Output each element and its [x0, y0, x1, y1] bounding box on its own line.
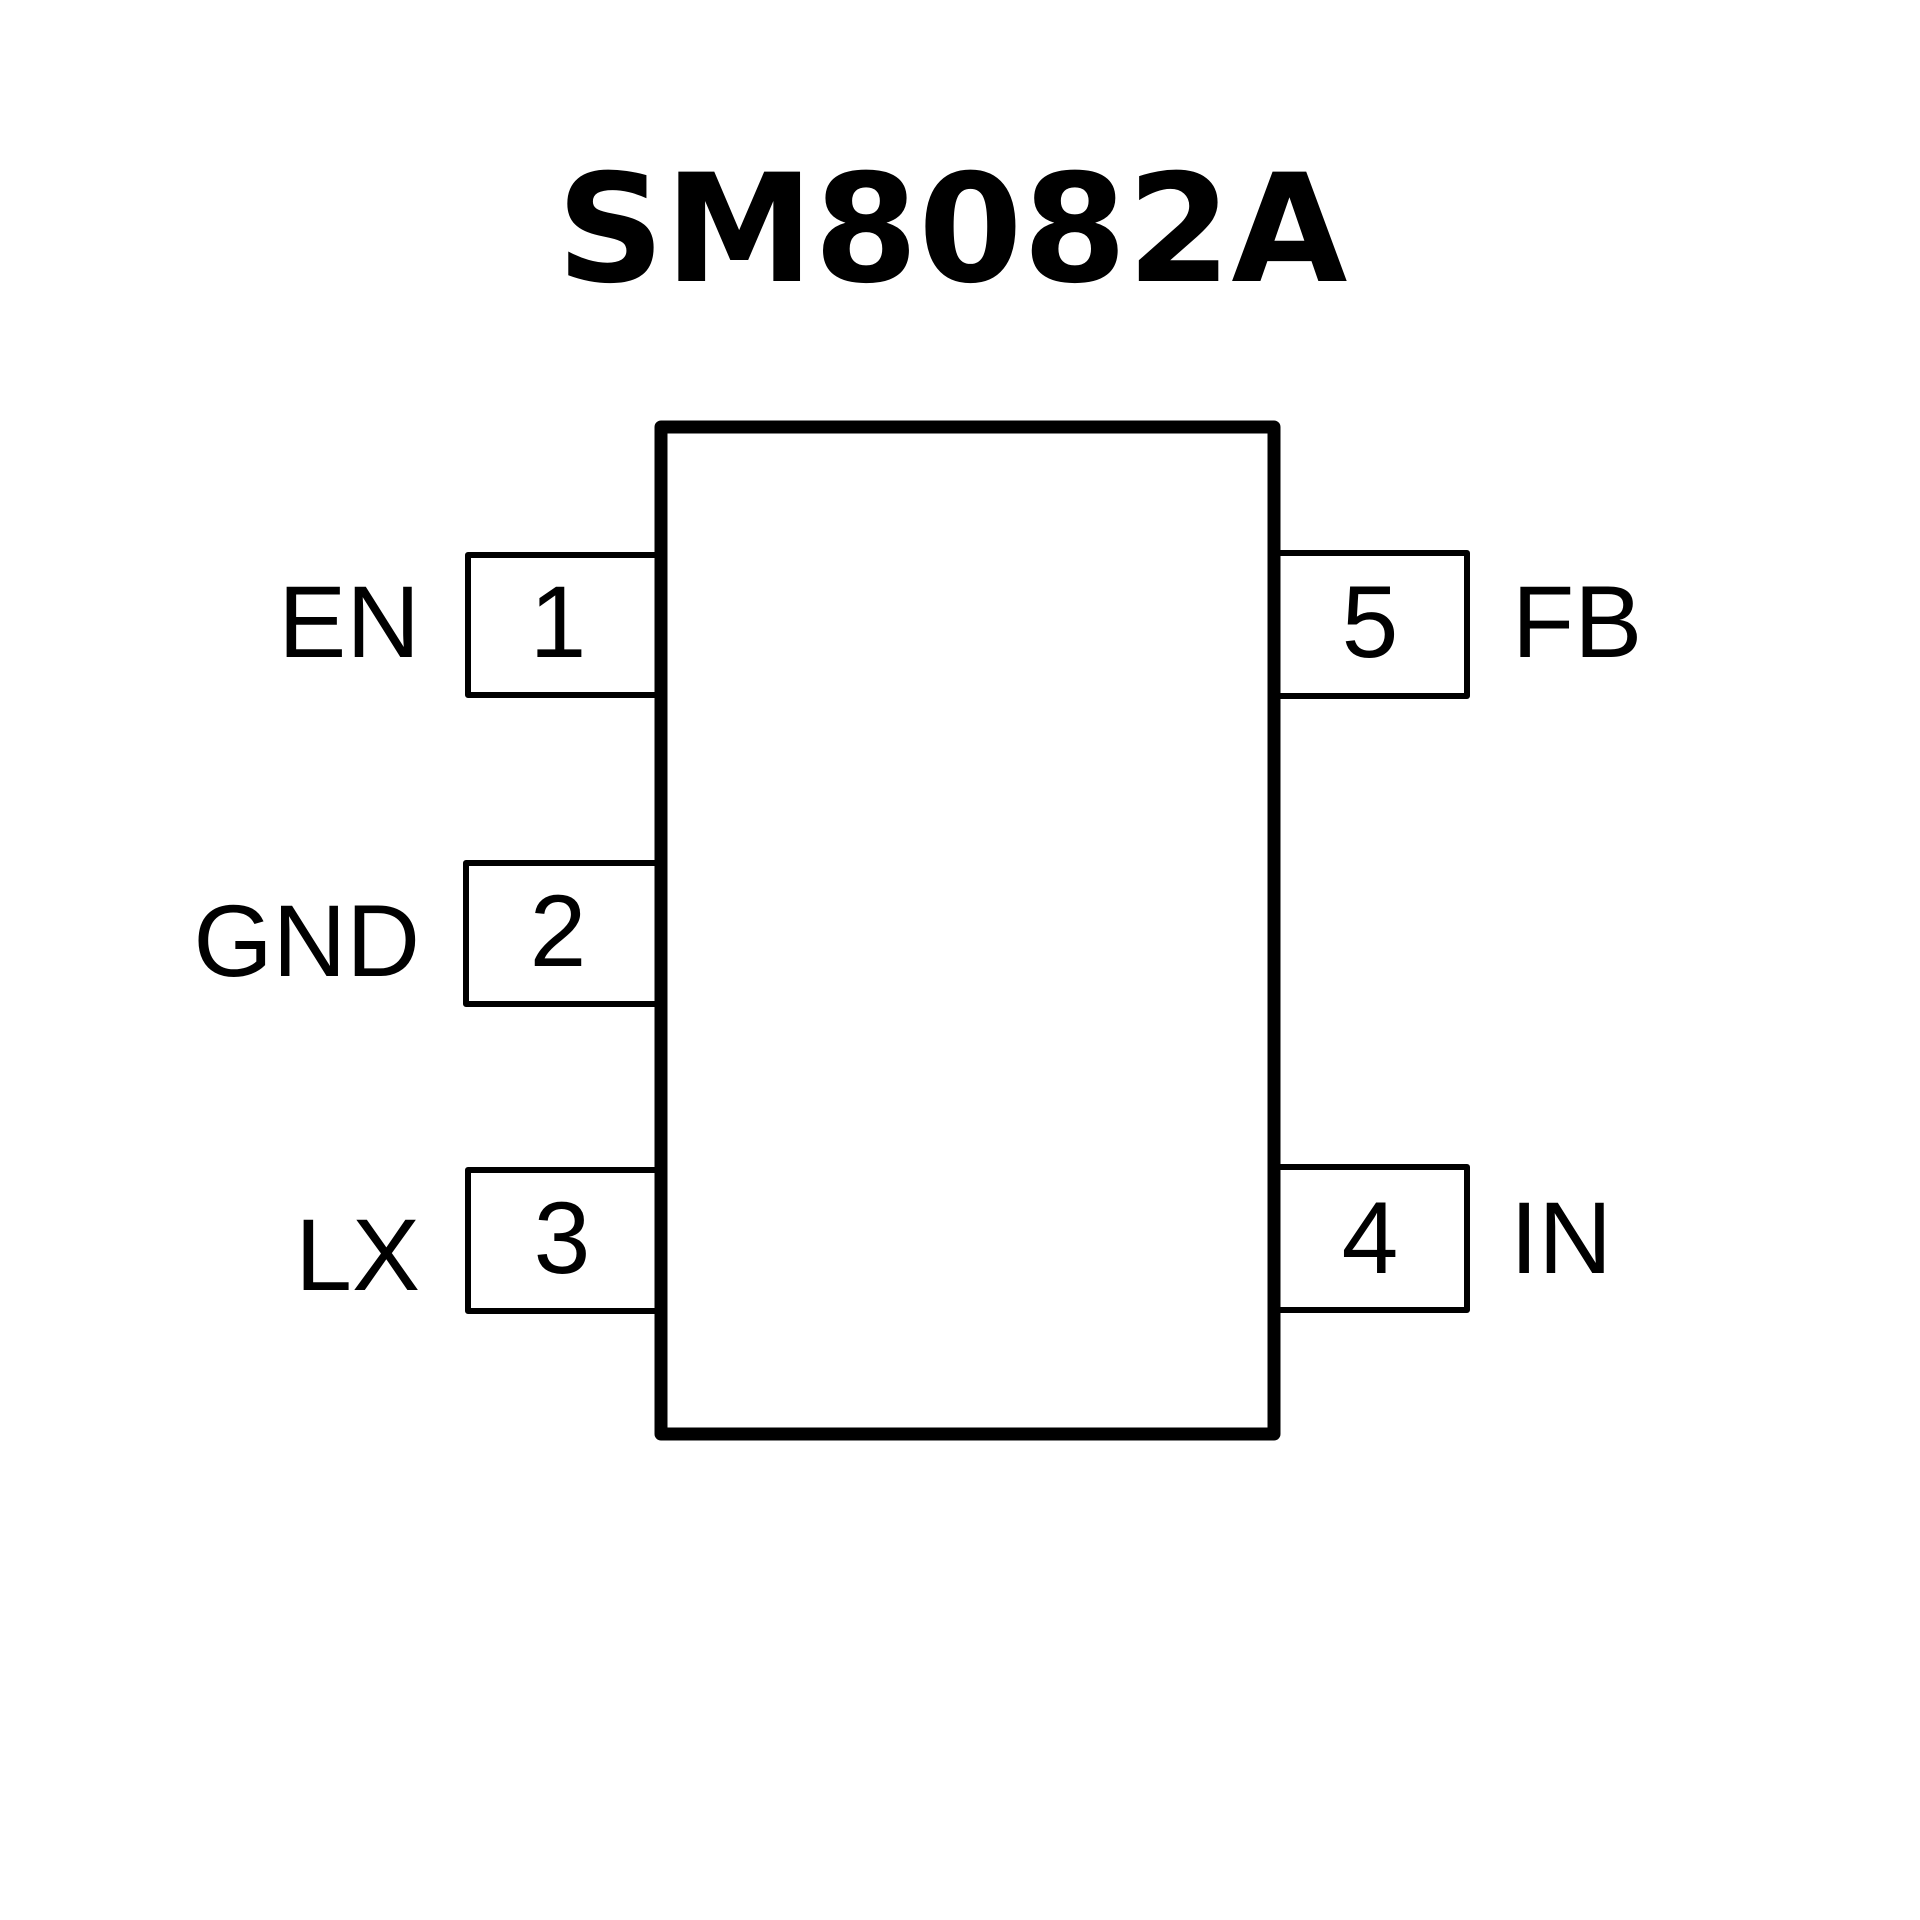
pin-5-pad	[1280, 550, 1470, 699]
pin-1-name: EN	[278, 565, 420, 679]
pin-5-name: FB	[1512, 565, 1642, 679]
pin-3: 3 LX	[295, 1167, 655, 1314]
pin-2: 2 GND	[193, 860, 655, 1007]
pin-1-pad	[465, 552, 655, 698]
pin-3-pad	[465, 1167, 655, 1314]
pin-4-number: 4	[1342, 1181, 1399, 1295]
pin-1-number: 1	[530, 565, 587, 679]
pin-2-pad	[463, 860, 655, 1007]
pin-2-number: 2	[530, 874, 587, 988]
pin-2-name: GND	[193, 884, 420, 998]
chip-title: SM8082A	[557, 143, 1348, 317]
pin-4: 4 IN	[1280, 1164, 1612, 1313]
pin-1: 1 EN	[278, 552, 655, 698]
pin-5: 5 FB	[1280, 550, 1642, 699]
pin-3-number: 3	[534, 1181, 591, 1295]
pin-3-name: LX	[295, 1198, 420, 1312]
chip-body	[654, 420, 1281, 1441]
pin-4-pad	[1280, 1164, 1470, 1313]
pin-4-name: IN	[1510, 1181, 1612, 1295]
pin-5-number: 5	[1342, 565, 1399, 679]
